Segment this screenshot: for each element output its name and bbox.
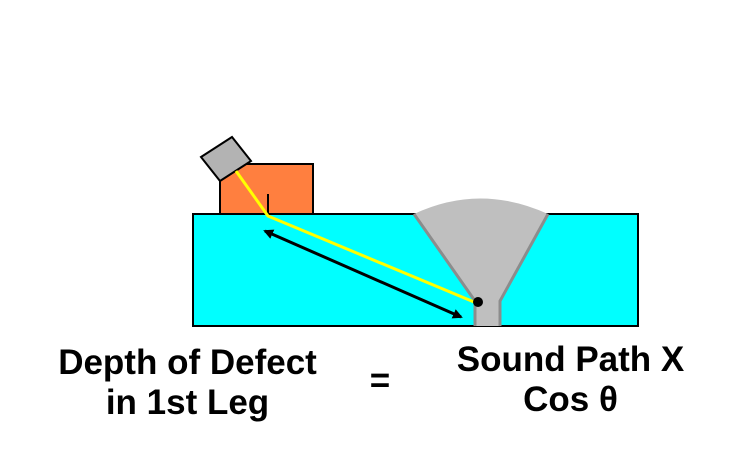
angle-wedge (219, 163, 314, 215)
formula-line1: Sound Path X (456, 340, 685, 379)
equals-sign: = (369, 361, 391, 400)
double-arrow-icon (263, 229, 463, 319)
test-plate (192, 213, 639, 327)
depth-label-line2: in 1st Leg (105, 383, 270, 422)
formula-line2: Cos θ (523, 380, 618, 419)
depth-label-line1: Depth of Defect (58, 343, 317, 382)
weld-fusion-line-right (498, 213, 550, 326)
transducer-icon (199, 135, 253, 183)
sound-path-formula-label: Sound Path X Cos θ (418, 340, 723, 420)
depth-of-defect-label: Depth of Defect in 1st Leg (10, 343, 365, 423)
defect-dot-icon (473, 297, 483, 307)
